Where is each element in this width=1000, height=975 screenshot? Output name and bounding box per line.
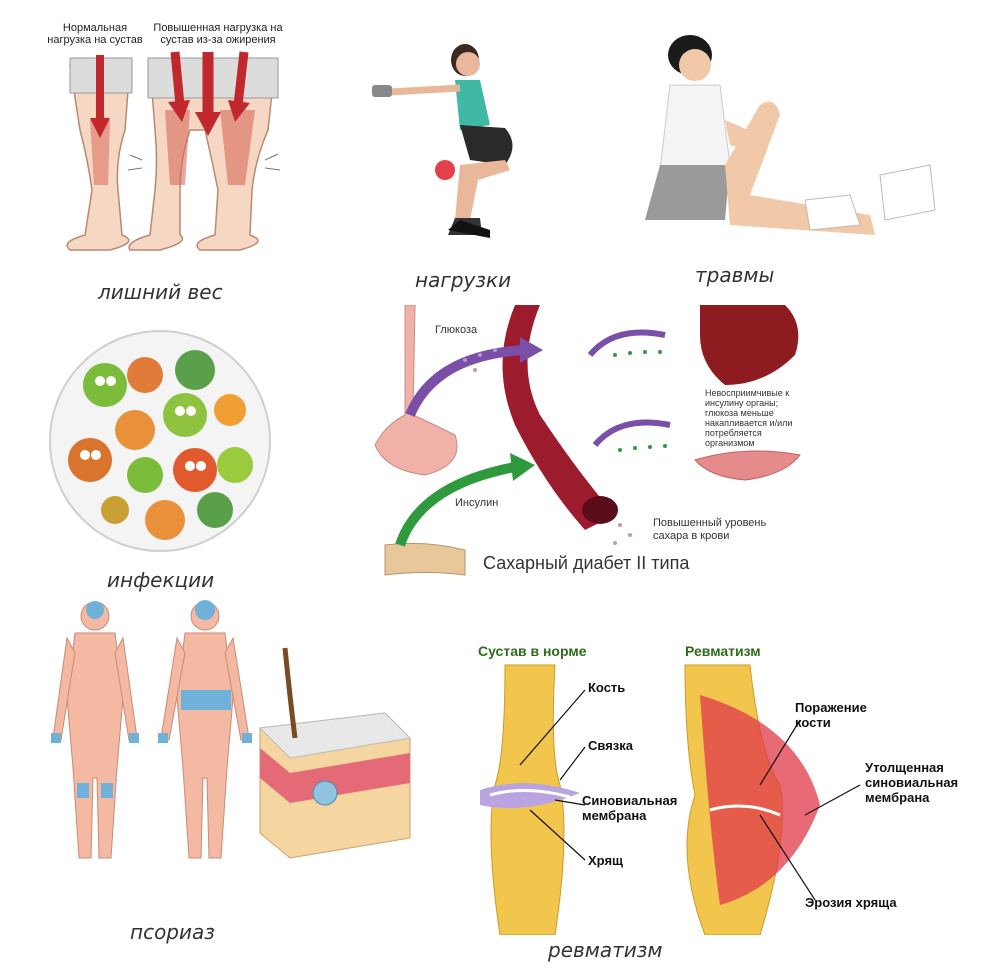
panel-psoriasis: псориаз (45, 598, 425, 950)
label-blood-sugar: Повышенный уровень сахара в крови (653, 517, 767, 542)
glucose-dots (463, 348, 632, 545)
label-organs-note: Невосприимчивые к инсулину органы; глюко… (705, 388, 793, 448)
label-normal-load: Нормальная нагрузка на сустав (47, 22, 143, 46)
top (455, 80, 490, 130)
shoe-2 (879, 164, 936, 221)
insulin-arrow (395, 462, 516, 547)
panel-rheumatism: Сустав в норме Ревматизм Кость Связка Си… (460, 635, 980, 970)
diabetes-diagram (374, 305, 801, 576)
caption-psoriasis: псориаз (130, 920, 215, 944)
psoriasis-illustration (51, 600, 412, 859)
legs-illustration (66, 51, 281, 251)
glucose-arrow (405, 345, 526, 418)
heavy-arrow-1 (170, 51, 185, 106)
diabetes-title: Сахарный диабет II типа (483, 553, 690, 573)
liver-arrow (587, 329, 666, 357)
knee-highlight (435, 160, 455, 180)
title-normal-joint: Сустав в норме (478, 643, 587, 659)
insulin-dots (613, 350, 667, 452)
panel-weight: Нормальная нагрузка на сустав Повышенная… (30, 10, 290, 310)
muscle-arrow (592, 419, 671, 447)
muscle (694, 450, 801, 481)
label-bone-damage: Поражение кости (795, 700, 867, 730)
strain-lines (127, 153, 281, 171)
panel-injuries: травмы (630, 25, 960, 295)
normal-synovial (480, 783, 580, 809)
joints-illustration (480, 664, 861, 935)
skin-section (258, 647, 412, 859)
caption-injuries: травмы (695, 263, 775, 287)
body-back (160, 601, 250, 859)
label-synovial: Синовиальная мембрана (582, 793, 678, 823)
label-bone: Кость (588, 680, 626, 695)
germ-eyes (80, 376, 206, 471)
dumbbell (372, 85, 392, 97)
label-glucose: Глюкоза (435, 324, 478, 336)
panel-diabetes: Глюкоза Инсулин Невосприимчивые к инсули… (365, 305, 805, 585)
normal-muscle (90, 120, 110, 185)
liver (700, 305, 799, 385)
head (679, 49, 711, 81)
germs (68, 350, 253, 540)
caption-weight: лишний вес (98, 280, 223, 304)
label-insulin: Инсулин (455, 497, 499, 509)
body-front (52, 601, 138, 859)
shorts (460, 125, 513, 165)
label-increased-load: Повышенная нагрузка на сустав из-за ожир… (153, 22, 283, 46)
shorts (645, 165, 730, 220)
title-rheumatism: Ревматизм (685, 643, 761, 659)
legs (725, 101, 875, 236)
arms (389, 84, 461, 96)
label-cartilage: Хрящ (588, 853, 623, 868)
tank-top (659, 84, 731, 171)
pointer-lines (519, 689, 861, 901)
caption-loads: нагрузки (415, 268, 512, 292)
squat-illustration (372, 44, 513, 238)
stomach (374, 305, 458, 476)
arms (725, 120, 765, 155)
psoriasis-patches (51, 600, 252, 798)
rheum-cartilage (709, 804, 781, 817)
label-ligament: Связка (588, 738, 633, 753)
caption-infections: инфекции (107, 568, 215, 592)
label-thick-synovial: Утолщенная синовиальная мембрана (865, 760, 959, 805)
normal-cartilage (489, 789, 571, 799)
panel-loads: нагрузки (360, 30, 560, 295)
thick-synovial (700, 695, 820, 905)
head (456, 52, 480, 76)
caption-rheumatism: ревматизм (548, 938, 663, 962)
injury-illustration (645, 35, 936, 236)
germs-illustration (49, 330, 271, 552)
pancreas (384, 542, 466, 576)
shoe-1 (804, 194, 861, 231)
panel-infections: инфекции (45, 325, 275, 595)
heavy-arrow-3 (233, 51, 249, 106)
label-cartilage-erosion: Эрозия хряща (805, 895, 897, 910)
artery-opening (582, 496, 618, 524)
